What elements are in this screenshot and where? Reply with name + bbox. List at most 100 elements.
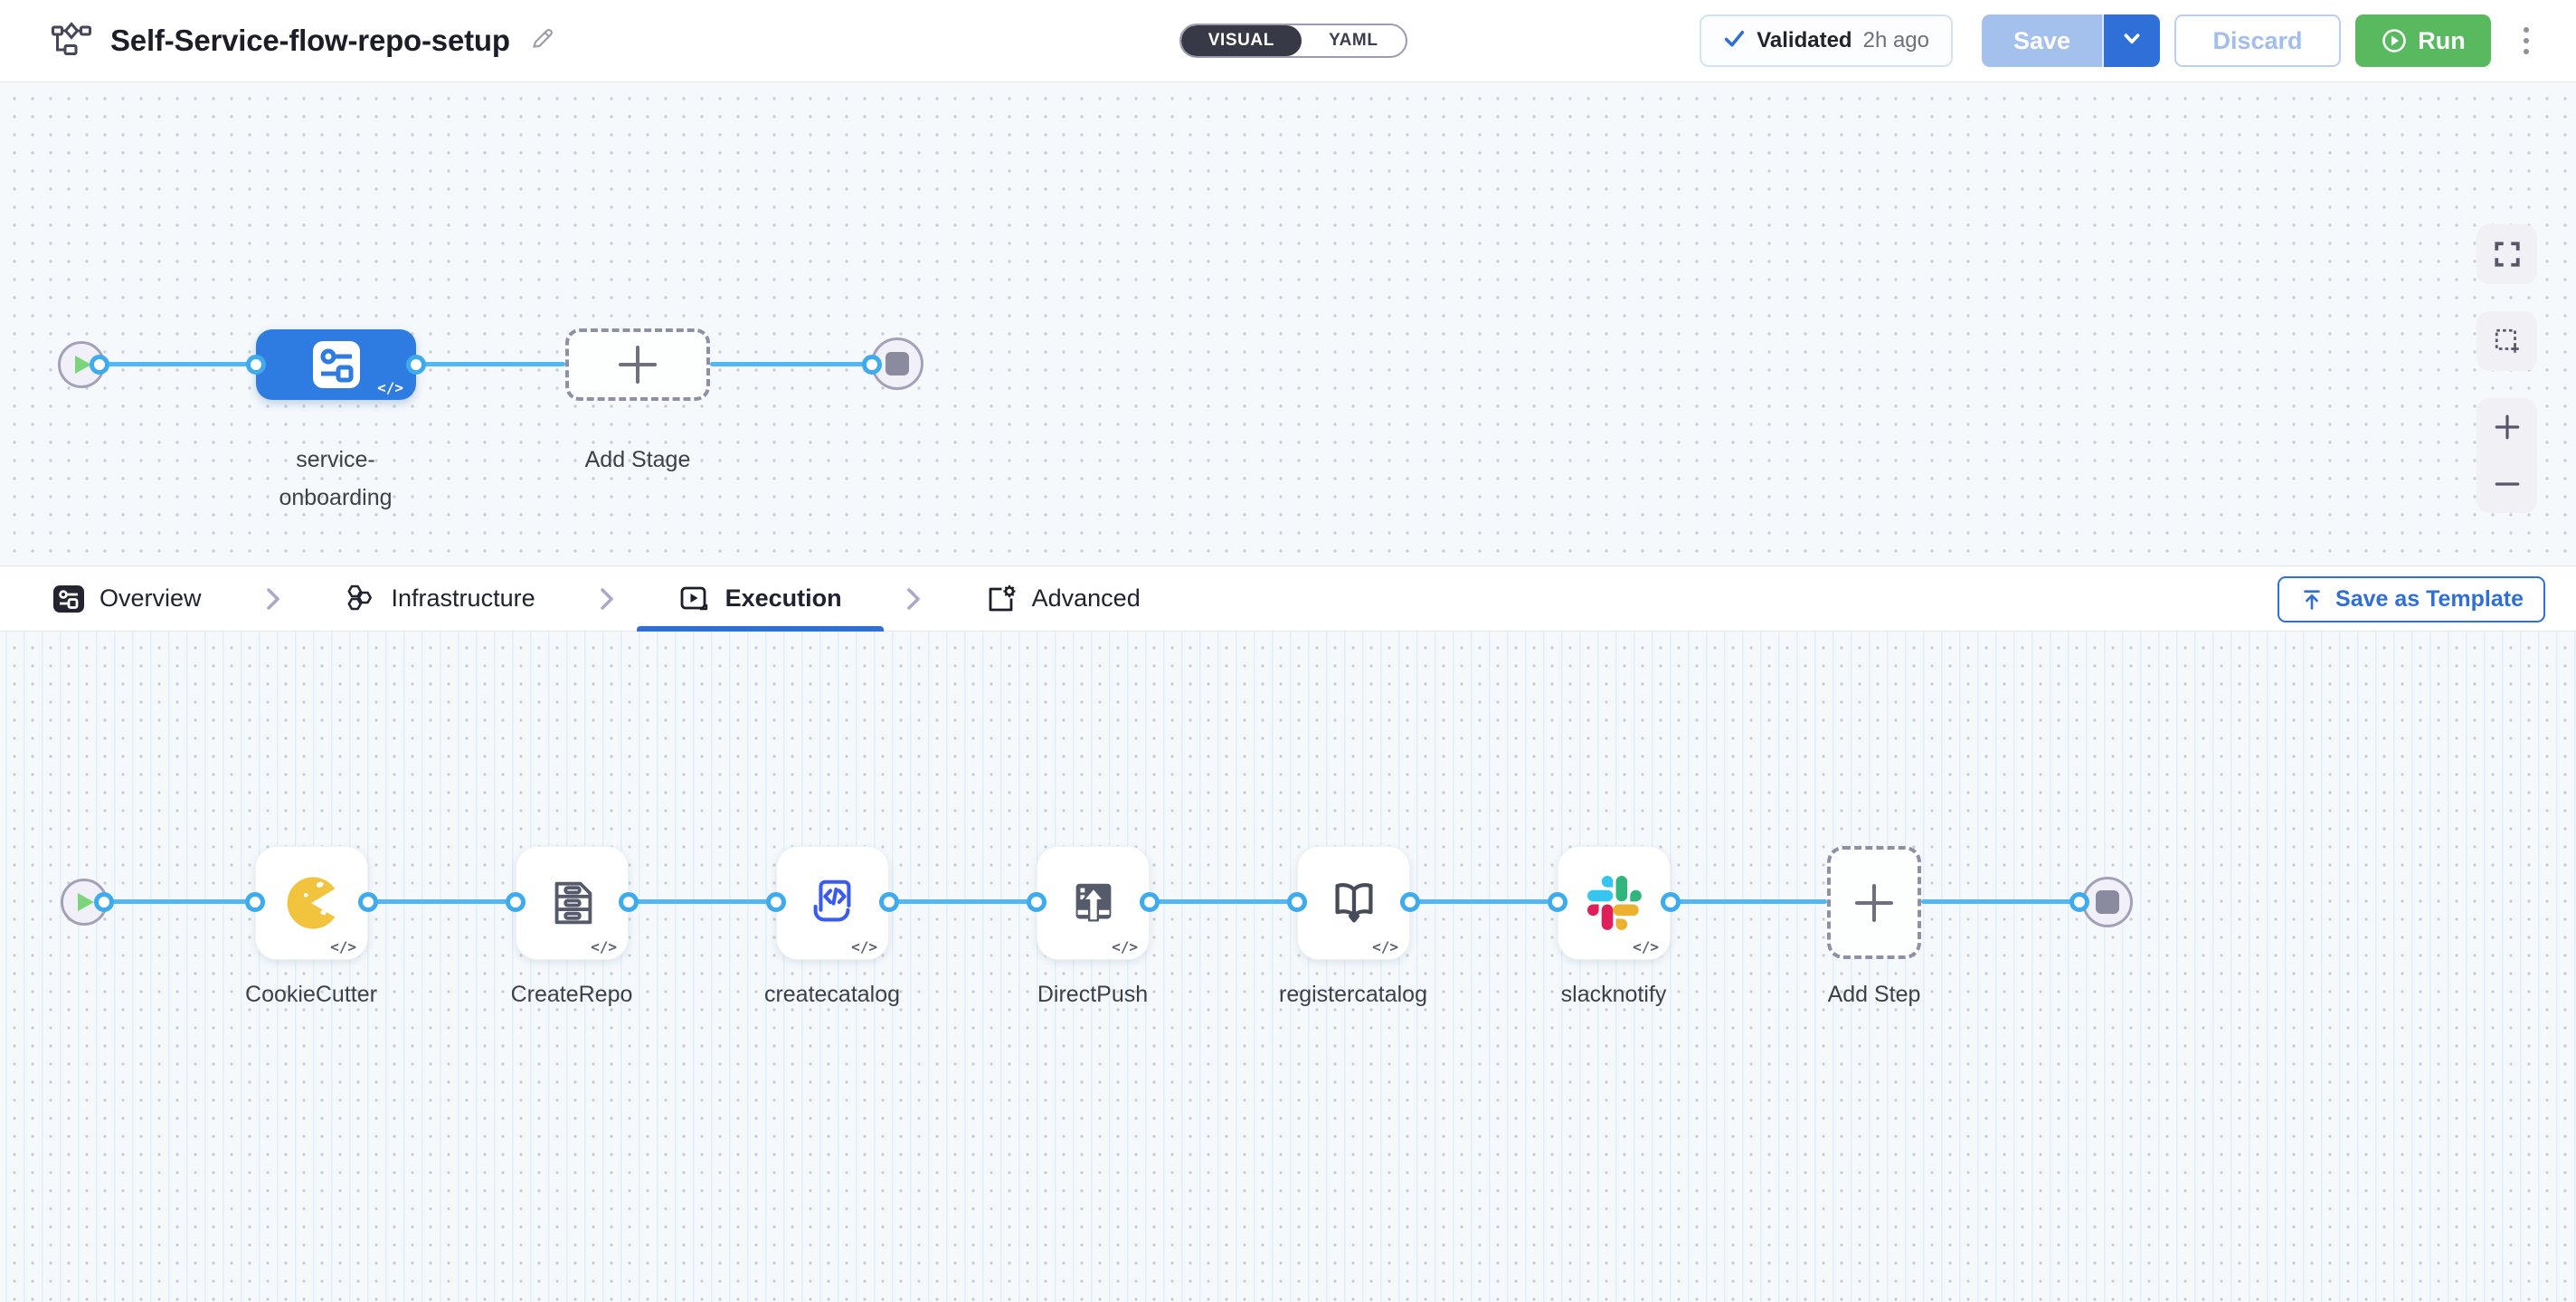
pipeline-header: Self-Service-flow-repo-setup VISUAL YAML… xyxy=(0,0,2576,82)
visual-yaml-toggle[interactable]: VISUAL YAML xyxy=(1179,24,1407,58)
zoom-in-button[interactable] xyxy=(2477,398,2537,456)
step-code-badge: </> xyxy=(591,938,617,955)
slack-icon xyxy=(1586,876,1642,930)
toggle-yaml[interactable]: YAML xyxy=(1329,31,1378,50)
connector-point[interactable] xyxy=(879,892,899,912)
add-stage-button[interactable] xyxy=(565,328,710,401)
add-step-button[interactable] xyxy=(1827,846,1921,959)
connector-line xyxy=(889,899,1037,904)
infrastructure-icon xyxy=(345,583,377,615)
connector-point[interactable] xyxy=(245,892,265,912)
overview-stage-icon xyxy=(52,584,85,614)
connector-point[interactable] xyxy=(94,892,114,912)
marquee-select-button[interactable] xyxy=(2477,311,2537,371)
step-code-badge: </> xyxy=(851,938,877,955)
connector-point[interactable] xyxy=(90,355,109,375)
directpush-icon xyxy=(1065,875,1122,931)
step-label: DirectPush xyxy=(1037,982,1149,1007)
run-button[interactable]: Run xyxy=(2355,14,2491,67)
connector-point[interactable] xyxy=(406,355,426,375)
zoom-controls xyxy=(2477,398,2537,513)
save-as-template-button[interactable]: Save as Template xyxy=(2278,576,2545,622)
step-cookiecutter[interactable]: </> xyxy=(255,846,368,960)
toggle-visual[interactable]: VISUAL xyxy=(1181,25,1302,56)
edit-title-icon[interactable] xyxy=(528,25,555,57)
play-icon xyxy=(76,891,96,913)
stage-code-badge: </> xyxy=(377,379,403,396)
stage-node-service-onboarding[interactable]: </> xyxy=(256,329,416,400)
step-code-badge: </> xyxy=(1633,938,1659,955)
save-as-template-label: Save as Template xyxy=(2335,586,2524,612)
step-label: CookieCutter xyxy=(245,982,377,1007)
step-code-badge: </> xyxy=(330,938,356,955)
connector-point[interactable] xyxy=(619,892,639,912)
step-label: createcatalog xyxy=(763,982,901,1007)
connector-point[interactable] xyxy=(506,892,526,912)
connector-line xyxy=(710,362,872,366)
page-title: Self-Service-flow-repo-setup xyxy=(110,24,510,57)
createcatalog-icon xyxy=(805,875,861,931)
chevron-right-icon xyxy=(595,585,619,613)
run-play-icon xyxy=(2381,27,2408,54)
connector-line xyxy=(416,362,565,366)
advanced-icon xyxy=(985,583,1018,615)
stop-icon xyxy=(2096,890,2119,914)
discard-button[interactable]: Discard xyxy=(2174,14,2341,67)
createrepo-icon xyxy=(545,875,601,931)
stage-icon xyxy=(311,339,362,390)
connector-point[interactable] xyxy=(766,892,786,912)
pipeline-title-group: Self-Service-flow-repo-setup xyxy=(51,0,555,81)
save-dropdown-button[interactable] xyxy=(2102,14,2160,67)
chevron-right-icon xyxy=(902,585,925,613)
step-code-badge: </> xyxy=(1372,938,1398,955)
stop-icon xyxy=(886,352,909,375)
connector-line xyxy=(1410,899,1558,904)
step-directpush[interactable]: </> xyxy=(1037,846,1150,960)
cookiecutter-icon xyxy=(284,875,340,931)
save-button[interactable]: Save xyxy=(1982,14,2102,67)
tab-advanced-label: Advanced xyxy=(1031,584,1141,612)
connector-point[interactable] xyxy=(358,892,378,912)
check-icon xyxy=(1723,28,1746,53)
step-code-badge: </> xyxy=(1112,938,1138,955)
connector-point[interactable] xyxy=(1400,892,1420,912)
connector-line xyxy=(104,899,255,904)
run-label: Run xyxy=(2418,26,2466,54)
step-createrepo[interactable]: </> xyxy=(516,846,629,960)
connector-point[interactable] xyxy=(1287,892,1307,912)
connector-line xyxy=(1150,899,1297,904)
add-stage-label: Add Stage xyxy=(584,447,691,472)
connector-point[interactable] xyxy=(862,355,882,375)
validated-badge[interactable]: Validated 2h ago xyxy=(1700,14,1953,67)
connector-point[interactable] xyxy=(1027,892,1046,912)
tab-advanced[interactable]: Advanced xyxy=(985,566,1141,631)
tab-infrastructure[interactable]: Infrastructure xyxy=(345,566,535,631)
connector-line xyxy=(368,899,516,904)
play-icon xyxy=(73,354,93,375)
registercatalog-icon xyxy=(1326,875,1382,931)
chevron-down-icon xyxy=(2119,26,2145,56)
validated-time: 2h ago xyxy=(1862,28,1929,52)
stage-canvas[interactable]: </> service- onboarding Add Stage xyxy=(0,82,2576,565)
stage-label: service- onboarding xyxy=(279,447,393,510)
connector-point[interactable] xyxy=(246,355,266,375)
execution-canvas[interactable]: </> CookieCutter </> CreateRepo xyxy=(0,632,2576,1302)
step-registercatalog[interactable]: </> xyxy=(1297,846,1410,960)
tab-overview[interactable]: Overview xyxy=(52,566,202,631)
step-createcatalog[interactable]: </> xyxy=(776,846,889,960)
plus-icon xyxy=(619,346,657,384)
step-slacknotify[interactable]: </> xyxy=(1558,846,1671,960)
tab-execution[interactable]: Execution xyxy=(636,566,884,632)
fullscreen-button[interactable] xyxy=(2477,224,2537,284)
upload-icon xyxy=(2299,587,2325,613)
more-options-menu[interactable] xyxy=(2516,20,2536,62)
tab-overview-label: Overview xyxy=(99,584,202,612)
add-step-label: Add Step xyxy=(1827,982,1921,1007)
zoom-out-button[interactable] xyxy=(2477,456,2537,514)
step-label: registercatalog xyxy=(1279,982,1427,1007)
connector-point[interactable] xyxy=(2069,892,2089,912)
step-label: CreateRepo xyxy=(510,982,633,1007)
connector-point[interactable] xyxy=(1548,892,1567,912)
connector-point[interactable] xyxy=(1140,892,1160,912)
connector-point[interactable] xyxy=(1661,892,1681,912)
